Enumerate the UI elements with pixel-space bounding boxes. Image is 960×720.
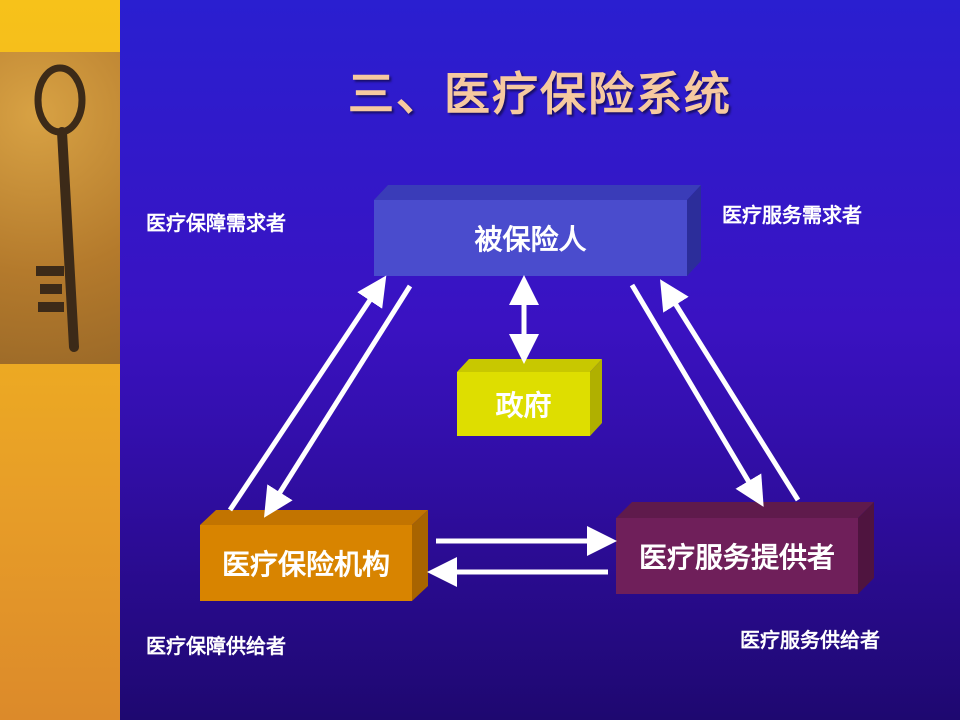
government-node: 政府 xyxy=(457,372,590,436)
note-bottom-right: 医疗服务供给者 xyxy=(740,628,880,652)
key-photo xyxy=(0,52,120,364)
arrow-insured-to-provider xyxy=(629,283,764,507)
diagram-graphics xyxy=(200,185,874,601)
insurer-node: 医疗保险机构 xyxy=(200,525,412,601)
key-icon xyxy=(34,64,86,352)
arrow-provider-to-insured xyxy=(660,279,801,502)
insured-box-shape xyxy=(374,185,701,276)
government-label: 政府 xyxy=(495,389,552,422)
slide-title: 三、医疗保险系统 xyxy=(348,67,732,121)
provider-box-shape xyxy=(616,502,874,594)
note-top-right: 医疗服务需求者 xyxy=(722,203,862,227)
provider-label: 医疗服务提供者 xyxy=(638,541,835,574)
insurer-box-shape xyxy=(200,510,428,601)
slide-main: 三、医疗保险系统 xyxy=(120,0,960,720)
arrow-insurer-to-insured xyxy=(227,275,387,512)
insured-node: 被保险人 xyxy=(374,200,687,276)
insurer-label: 医疗保险机构 xyxy=(221,548,390,581)
note-bottom-left: 医疗保障供给者 xyxy=(146,634,286,658)
note-top-left: 医疗保障需求者 xyxy=(146,211,286,235)
government-box-shape xyxy=(457,359,602,436)
sidebar-band xyxy=(0,0,120,720)
provider-node: 医疗服务提供者 xyxy=(616,518,858,594)
insured-label: 被保险人 xyxy=(474,223,587,256)
arrow-insured-to-insurer xyxy=(264,284,413,518)
